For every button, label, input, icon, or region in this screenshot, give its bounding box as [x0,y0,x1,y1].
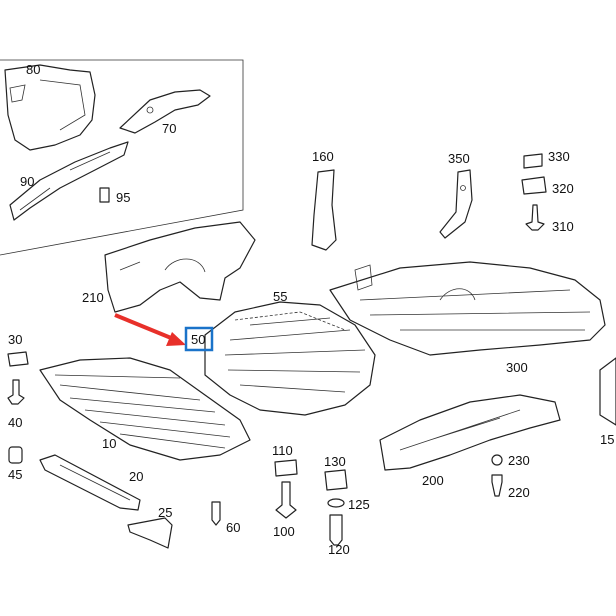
part-210-liner [104,221,256,313]
label-60: 60 [226,520,240,535]
part-40-screw [7,379,25,405]
part-200-panel [379,394,561,471]
part-230-nut [491,454,503,466]
label-90: 90 [20,174,34,189]
label-130: 130 [324,454,346,469]
label-330: 330 [548,149,570,164]
part-55-ribs [224,317,366,393]
label-10: 10 [102,436,116,451]
part-80-detail [9,79,86,131]
part-110-clip [274,459,298,477]
label-350: 350 [448,151,470,166]
part-310-screw [525,204,545,231]
label-45: 45 [8,467,22,482]
label-55: 55 [273,289,287,304]
part-100-screw [275,481,297,519]
part-10-ribs [54,374,231,449]
part-30-clip [7,351,29,367]
part-60-screw [211,501,221,526]
label-120: 120 [328,542,350,557]
part-90-rail [9,141,129,221]
part-130-nut [324,469,348,491]
part-350-bracket [439,169,473,239]
label-230: 230 [508,453,530,468]
part-200-detail [399,409,521,451]
label-310: 310 [552,219,574,234]
label-80: 80 [26,62,40,77]
part-300-ribs [359,288,591,331]
part-20-detail [59,464,131,501]
part-55-outline [234,311,346,331]
part-320-clip [521,176,547,195]
label-320: 320 [552,181,574,196]
part-70-hole [146,106,154,114]
label-125: 125 [348,497,370,512]
part-90-detail [19,151,111,211]
part-95-clip [99,187,110,203]
part-20-strip [39,454,141,511]
part-120-bolt [329,514,343,546]
part-220-screw [491,474,503,497]
label-50: 50 [191,332,205,347]
label-15: 15 [600,432,614,447]
label-100: 100 [273,524,295,539]
pointer-arrow-head [166,332,186,346]
highlight-box-50 [184,326,214,352]
part-300-undertray [329,261,606,356]
part-300-tab [354,264,373,291]
label-40: 40 [8,415,22,430]
inset-frame [0,59,244,256]
part-350-hole [460,185,466,191]
part-80-panel [4,64,96,151]
part-10-undertray [39,357,251,461]
part-160-bracket [311,169,337,251]
label-210: 210 [82,290,104,305]
label-220: 220 [508,485,530,500]
label-300: 300 [506,360,528,375]
part-125-washer [327,498,345,508]
part-45-plug [8,446,23,464]
part-55-undertray [204,301,376,416]
label-20: 20 [129,469,143,484]
pointer-arrow-shaft [114,313,177,342]
label-30: 30 [8,332,22,347]
label-110: 110 [272,443,293,458]
part-15-piece [599,357,616,426]
part-70-bracket [119,89,211,134]
label-70: 70 [162,121,176,136]
label-160: 160 [312,149,334,164]
part-330-clip [523,153,543,169]
part-210-detail [119,258,206,273]
label-200: 200 [422,473,444,488]
part-25-bracket [127,517,173,549]
label-95: 95 [116,190,130,205]
label-25: 25 [158,505,172,520]
